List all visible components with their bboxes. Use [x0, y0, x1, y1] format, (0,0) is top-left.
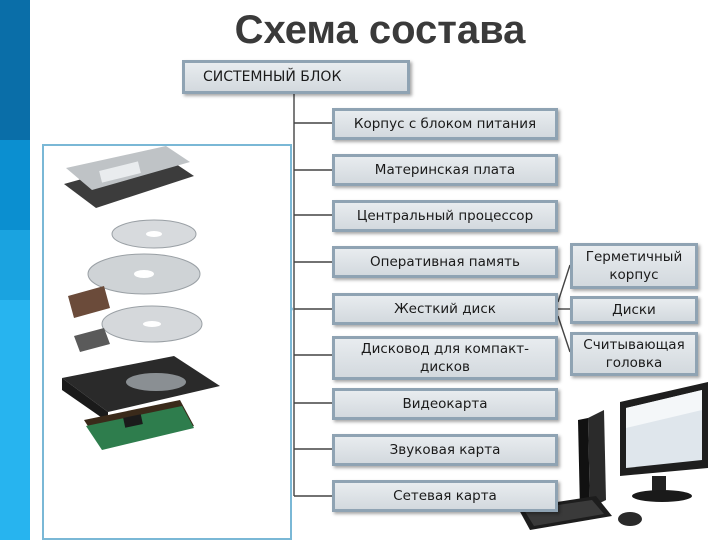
component-case-psu: Корпус с блоком питания — [332, 108, 558, 140]
component-sound-card: Звуковая карта — [332, 434, 558, 466]
component-cpu: Центральный процессор — [332, 200, 558, 232]
component-ram: Оперативная память — [332, 246, 558, 278]
hard-disk-image-frame — [42, 144, 292, 540]
root-node: СИСТЕМНЫЙ БЛОК — [182, 60, 410, 94]
desktop-computer-image — [518, 382, 708, 530]
page-title: Схема состава — [234, 8, 526, 52]
component-video-card: Видеокарта — [332, 388, 558, 420]
component-network-card: Сетевая карта — [332, 480, 558, 512]
left-accent-bar-segment — [0, 300, 30, 540]
component-cd-drive: Дисковод для компакт-дисков — [332, 336, 558, 380]
hdd-part-read-head: Считывающая головка — [570, 332, 698, 376]
left-accent-bar-segment — [0, 140, 30, 230]
component-motherboard: Материнская плата — [332, 154, 558, 186]
component-hdd: Жесткий диск — [332, 293, 558, 325]
hdd-part-sealed-case: Герметичный корпус — [570, 243, 698, 289]
hard-disk-exploded-image — [62, 146, 220, 450]
hdd-part-disks: Диски — [570, 296, 698, 324]
